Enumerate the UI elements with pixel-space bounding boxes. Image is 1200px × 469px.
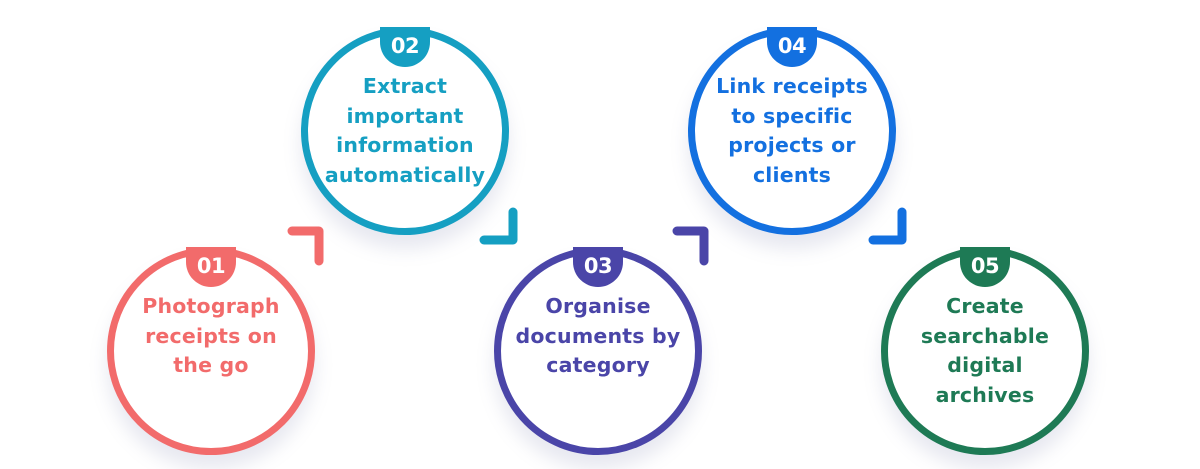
corner-arrow-icon <box>479 207 518 245</box>
step-label: Organise documents by category <box>515 294 681 377</box>
connector-03-04 <box>672 225 712 266</box>
connector-02-03 <box>479 207 519 247</box>
corner-arrow-icon <box>287 226 324 266</box>
step-03-circle: 03 Organise documents by category <box>494 247 702 455</box>
step-number-badge: 01 <box>186 247 236 287</box>
step-02-circle: 02 Extract important information automat… <box>301 27 509 235</box>
step-label: Link receipts to specific projects or cl… <box>716 74 868 187</box>
step-number-badge: 02 <box>380 27 430 67</box>
step-number-badge: 03 <box>573 247 623 287</box>
step-01-circle: 01 Photograph receipts on the go <box>107 247 315 455</box>
corner-arrow-icon <box>672 226 709 266</box>
step-label: Photograph receipts on the go <box>142 294 280 377</box>
step-05-circle: 05 Create searchable digital archives <box>881 247 1089 455</box>
step-number-badge: 04 <box>767 27 817 67</box>
corner-arrow-icon <box>868 207 907 245</box>
connector-01-02 <box>287 225 327 266</box>
step-label: Create searchable digital archives <box>920 294 1050 407</box>
step-label: Extract important information automatica… <box>324 74 486 187</box>
connector-04-05 <box>868 207 908 247</box>
step-number-badge: 05 <box>960 247 1010 287</box>
step-04-circle: 04 Link receipts to specific projects or… <box>688 27 896 235</box>
